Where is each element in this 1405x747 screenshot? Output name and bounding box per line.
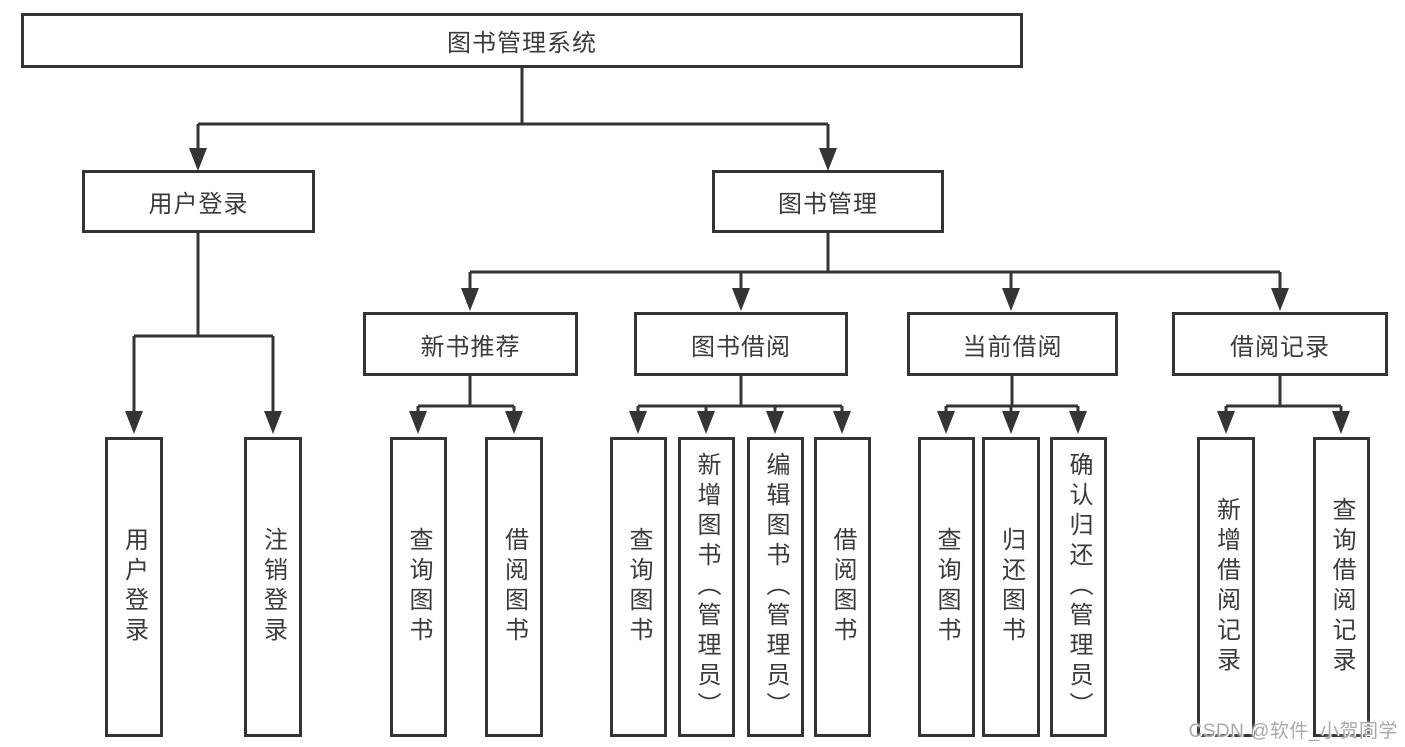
leaf-newbook-query-books: 查询图书 xyxy=(390,437,447,737)
leaf-newbook-borrow-books-label: 借阅图书 xyxy=(500,527,528,647)
node-user-login: 用户登录 xyxy=(82,170,315,233)
leaf-record-query-borrow-record-label: 查询借阅记录 xyxy=(1328,497,1355,677)
connector-user-login-branch xyxy=(132,233,275,416)
leaf-borrow-add-books-admin-label: 新增图书（管理员） xyxy=(693,452,720,722)
leaf-logout: 注销登录 xyxy=(244,437,302,737)
connector-book-mgmt-branch xyxy=(468,233,1282,294)
node-book-management-label: 图书管理 xyxy=(778,191,878,218)
node-book-borrow: 图书借阅 xyxy=(634,312,848,376)
leaf-user-login-label: 用户登录 xyxy=(120,527,148,647)
leaf-record-add-borrow-record: 新增借阅记录 xyxy=(1197,437,1255,737)
leaf-current-query-books-label: 查询图书 xyxy=(933,527,960,647)
leaf-borrow-borrow-books-label: 借阅图书 xyxy=(829,527,856,647)
leaf-borrow-borrow-books: 借阅图书 xyxy=(814,437,871,737)
leaf-current-confirm-return-admin: 确认归还（管理员） xyxy=(1050,437,1107,737)
node-current-borrow: 当前借阅 xyxy=(907,312,1118,376)
node-new-book-recommend-label: 新书推荐 xyxy=(420,333,521,361)
leaf-borrow-query-books-label: 查询图书 xyxy=(625,527,652,647)
node-current-borrow-label: 当前借阅 xyxy=(962,333,1063,361)
leaf-borrow-query-books: 查询图书 xyxy=(610,437,667,737)
node-new-book-recommend: 新书推荐 xyxy=(363,312,578,376)
node-root-label: 图书管理系统 xyxy=(447,30,597,57)
leaf-newbook-borrow-books: 借阅图书 xyxy=(485,437,543,737)
csdn-watermark: CSDN @软件_小贺同学 xyxy=(1188,721,1398,742)
leaf-current-query-books: 查询图书 xyxy=(918,437,975,737)
leaf-current-confirm-return-admin-label: 确认归还（管理员） xyxy=(1065,452,1092,722)
leaf-logout-label: 注销登录 xyxy=(259,527,287,647)
leaf-record-query-borrow-record: 查询借阅记录 xyxy=(1313,437,1370,737)
node-book-management: 图书管理 xyxy=(712,170,944,233)
leaf-borrow-edit-books-admin-label: 编辑图书（管理员） xyxy=(762,452,789,722)
leaf-current-return-books: 归还图书 xyxy=(982,437,1040,737)
arrowhead-icons xyxy=(125,148,1350,434)
leaf-user-login: 用户登录 xyxy=(105,437,163,737)
node-borrow-record-label: 借阅记录 xyxy=(1230,333,1330,361)
connector-book-borrow-branch xyxy=(636,376,844,416)
leaf-newbook-query-books-label: 查询图书 xyxy=(405,527,432,647)
node-user-login-label: 用户登录 xyxy=(148,191,249,218)
node-borrow-record: 借阅记录 xyxy=(1172,312,1388,376)
leaf-borrow-add-books-admin: 新增图书（管理员） xyxy=(678,437,735,737)
node-root: 图书管理系统 xyxy=(21,13,1023,68)
connector-borrow-record-branch xyxy=(1224,376,1343,416)
leaf-current-return-books-label: 归还图书 xyxy=(997,527,1025,647)
connector-current-borrow-branch xyxy=(944,376,1080,416)
connector-root-branch xyxy=(196,68,830,154)
connector-new-book-branch xyxy=(416,376,516,416)
leaf-borrow-edit-books-admin: 编辑图书（管理员） xyxy=(747,437,804,737)
node-book-borrow-label: 图书借阅 xyxy=(691,333,791,361)
leaf-record-add-borrow-record-label: 新增借阅记录 xyxy=(1212,497,1240,677)
